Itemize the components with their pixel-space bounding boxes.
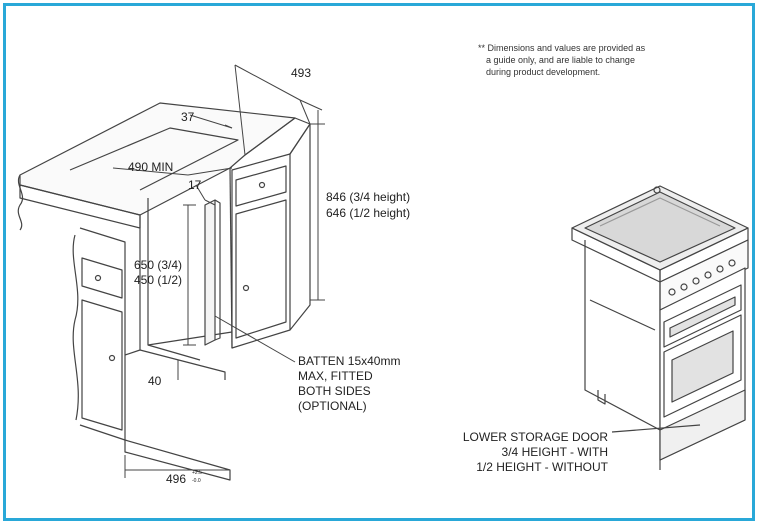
batten-line-2: MAX, FITTED [298,369,373,383]
dim-450: 450 (1/2) [134,273,183,287]
batten-line-4: (OPTIONAL) [298,399,367,413]
dim-846: 846 (3/4 height) [326,190,411,204]
disclaimer-note: ** Dimensions and values are provided as… [478,42,645,78]
storage-door-label: LOWER STORAGE DOOR 3/4 HEIGHT - WITH 1/2… [433,430,608,475]
door-line-3: 1/2 HEIGHT - WITHOUT [476,460,608,474]
batten-line-1: BATTEN 15x40mm [298,354,401,368]
cabinet-drawing [17,102,311,481]
dim-496-tolerance-minus: -0.0 [192,478,201,484]
batten-line-3: BOTH SIDES [298,384,371,398]
dim-650: 650 (3/4) [134,258,183,272]
cooker-drawing [571,185,749,470]
diagram-frame [3,3,755,521]
note-line-3: during product development. [486,67,601,77]
dim-490-min: 490 MIN [128,160,174,174]
dimension-lines [112,64,325,480]
dim-493: 493 [291,66,312,80]
dim-646: 646 (1/2 height) [326,206,411,220]
dim-17: 17 [188,178,202,192]
dim-496-tolerance-plus: +2.5 [192,470,202,476]
door-line-1: LOWER STORAGE DOOR [462,430,608,444]
note-line-1: ** Dimensions and values are provided as [478,43,646,53]
dim-40: 40 [148,374,162,388]
dim-37: 37 [181,110,195,124]
batten-label: BATTEN 15x40mm MAX, FITTED BOTH SIDES (O… [298,354,400,414]
door-line-2: 3/4 HEIGHT - WITH [501,445,608,459]
note-line-2: a guide only, and are liable to change [486,55,635,65]
dim-496: 496 [166,472,187,486]
